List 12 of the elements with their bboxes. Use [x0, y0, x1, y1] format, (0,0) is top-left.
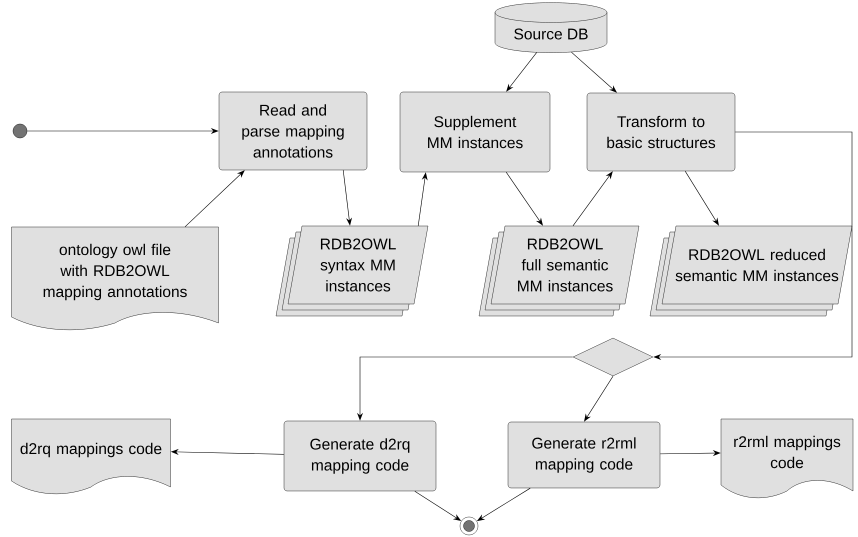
process-box: Supplement MM instances — [400, 92, 550, 172]
data-stack: RDB2OWL reduced semantic MM instances — [650, 226, 852, 316]
data-stack: RDB2OWL syntax MM instances — [276, 226, 428, 316]
process-box: Generate r2rml mapping code — [508, 422, 660, 488]
start-dot — [12, 124, 28, 138]
database-cylinder: Source DB — [494, 2, 608, 53]
process-box: Transform to basic structures — [586, 92, 736, 172]
end-dot — [460, 516, 478, 536]
decision-diamond — [572, 338, 654, 376]
process-box: Generate d2rq mapping code — [284, 420, 436, 492]
data-stack: RDB2OWL full semantic MM instances — [478, 226, 640, 316]
process-box: Read and parse mapping annotations — [218, 92, 368, 170]
